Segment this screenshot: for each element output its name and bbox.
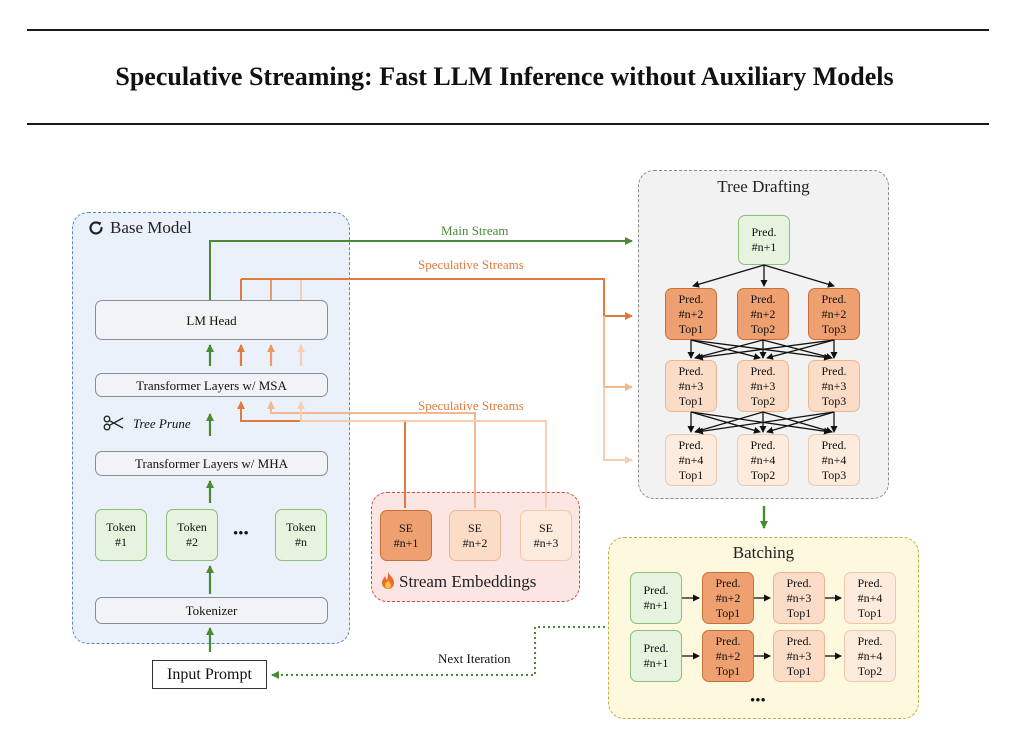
tree-root-box: Pred. #n+1: [738, 215, 790, 265]
tree-level2-box: Pred. #n+2 Top2: [737, 288, 789, 340]
batching-ellipsis: •••: [750, 693, 766, 709]
tokenizer-box: Tokenizer: [95, 597, 328, 624]
token-ellipsis: •••: [233, 526, 249, 542]
batching-edges: [682, 594, 842, 660]
page-title: Speculative Streaming: Fast LLM Inferenc…: [115, 62, 894, 91]
stream-embedding-box: SE #n+1: [380, 510, 432, 561]
token-box: Token #n: [275, 509, 327, 561]
scissors-icon: [103, 415, 125, 431]
tree-level3-box: Pred. #n+3 Top2: [737, 360, 789, 412]
input-prompt-box[interactable]: Input Prompt: [152, 660, 267, 689]
tree-level4-box: Pred. #n+4 Top2: [737, 434, 789, 486]
base-model-label: Base Model: [110, 218, 192, 237]
top-rule: [27, 29, 989, 31]
next-iteration-label: Next Iteration: [438, 651, 511, 666]
batch-row2-box: Pred. #n+2 Top1: [702, 630, 754, 682]
tree-level3-box: Pred. #n+3 Top3: [808, 360, 860, 412]
batch-row2-box: Pred. #n+1: [630, 630, 682, 682]
fire-icon: [380, 571, 396, 591]
tree-level3-box: Pred. #n+3 Top1: [665, 360, 717, 412]
tree-prune-label: Tree Prune: [133, 416, 191, 431]
batch-row2-box: Pred. #n+4 Top2: [844, 630, 896, 682]
transformer-msa-box: Transformer Layers w/ MSA: [95, 373, 328, 397]
tree-level2-box: Pred. #n+2 Top3: [808, 288, 860, 340]
main-stream-label: Main Stream: [441, 223, 509, 238]
token-box: Token #2: [166, 509, 218, 561]
stream-embeddings-label: Stream Embeddings: [399, 572, 537, 591]
batch-row1-box: Pred. #n+3 Top1: [773, 572, 825, 624]
batching-label: Batching: [732, 543, 795, 562]
refresh-icon: [87, 219, 105, 237]
token-box: Token #1: [95, 509, 147, 561]
stream-embedding-box: SE #n+3: [520, 510, 572, 561]
batch-row1-box: Pred. #n+1: [630, 572, 682, 624]
stream-embedding-box: SE #n+2: [449, 510, 501, 561]
tree-level4-box: Pred. #n+4 Top1: [665, 434, 717, 486]
speculative-streams-top-label: Speculative Streams: [418, 257, 524, 272]
tree-level4-box: Pred. #n+4 Top3: [808, 434, 860, 486]
bottom-rule: [27, 123, 989, 125]
tree-edges: [687, 264, 838, 435]
transformer-mha-box: Transformer Layers w/ MHA: [95, 451, 328, 476]
tree-drafting-label: Tree Drafting: [717, 177, 810, 196]
batching-panel: [608, 537, 919, 719]
lm-head-box: LM Head: [95, 300, 328, 340]
speculative-streams-bottom-label: Speculative Streams: [418, 398, 524, 413]
batch-row1-box: Pred. #n+4 Top1: [844, 572, 896, 624]
tree-level2-box: Pred. #n+2 Top1: [665, 288, 717, 340]
batch-row1-box: Pred. #n+2 Top1: [702, 572, 754, 624]
batch-row2-box: Pred. #n+3 Top1: [773, 630, 825, 682]
